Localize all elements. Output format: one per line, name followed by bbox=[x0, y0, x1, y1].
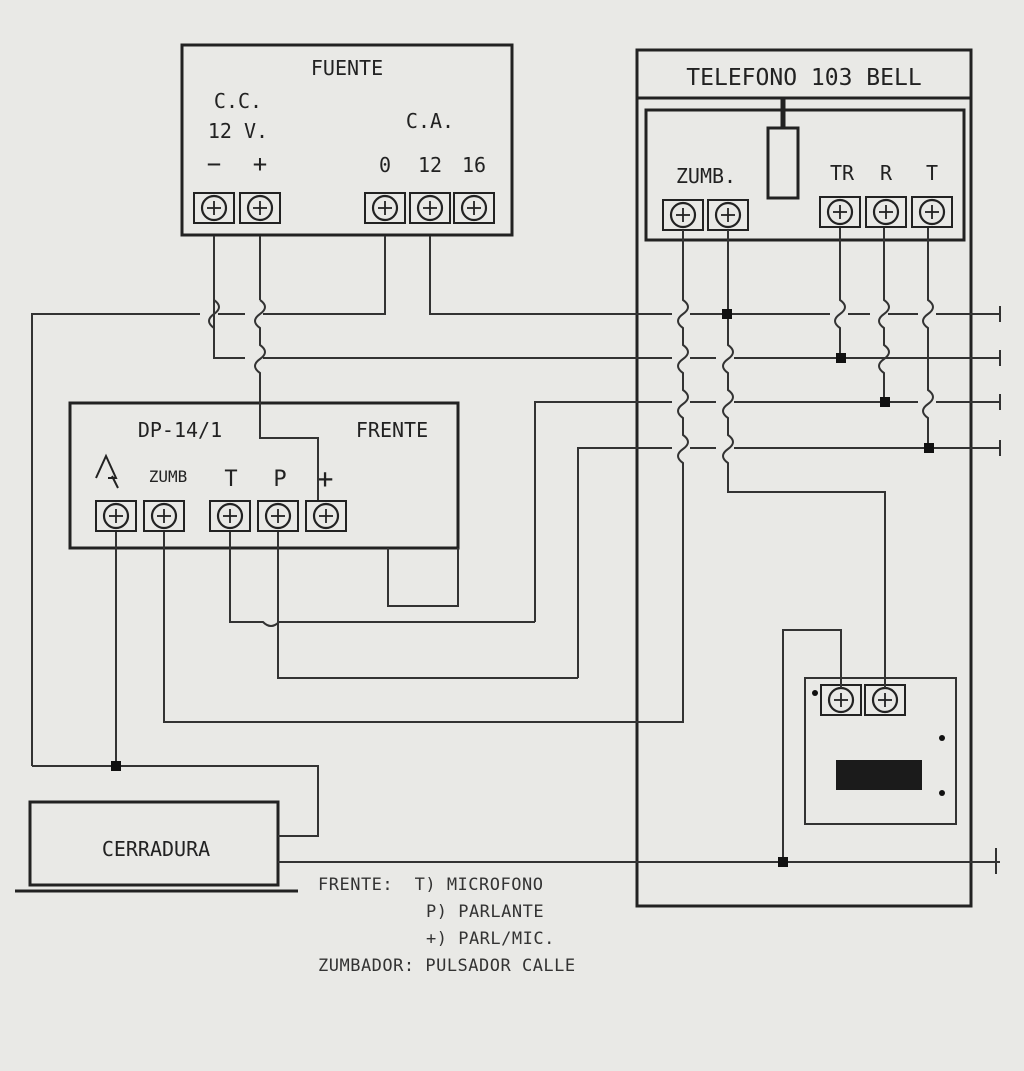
terminal-screw-icon bbox=[208, 499, 252, 533]
fuente-ca-terminal-0: 0 bbox=[379, 153, 391, 177]
frente-plus-label: + bbox=[317, 462, 334, 495]
fuente-title: FUENTE bbox=[311, 56, 383, 80]
handset-hook-icon bbox=[766, 126, 800, 200]
terminal-screw-icon bbox=[256, 499, 300, 533]
terminal-screw-icon bbox=[238, 191, 282, 225]
terminal-screw-icon bbox=[408, 191, 452, 225]
frente-zumb-label: ZUMB bbox=[149, 467, 188, 486]
legend-line-parlante: P) PARLANTE bbox=[426, 902, 545, 922]
telefono-title: TELEFONO 103 BELL bbox=[686, 65, 921, 91]
legend-line-parl-mic: +) PARL/MIC. bbox=[426, 929, 555, 949]
frente-p-label: P bbox=[273, 467, 286, 492]
fuente-cc-minus: − bbox=[207, 150, 221, 178]
fuente-cc-label: C.C. bbox=[214, 89, 262, 113]
terminal-screw-icon bbox=[304, 499, 348, 533]
telefono-terminal-r: R bbox=[880, 161, 893, 185]
cerradura-lock: CERRADURA bbox=[15, 800, 298, 893]
buzzer-coil-icon bbox=[836, 760, 922, 790]
legend-line-zumbador: ZUMBADOR: PULSADOR CALLE bbox=[318, 956, 576, 976]
fuente-power-supply: FUENTE C.C. 12 V. − + C.A. 0 12 16 bbox=[180, 43, 514, 237]
terminal-screw-icon bbox=[192, 191, 236, 225]
wiring bbox=[31, 228, 1001, 874]
fuente-ca-terminal-12: 12 bbox=[418, 153, 442, 177]
terminal-screw-icon bbox=[819, 683, 863, 717]
frente-door-panel: DP-14/1 FRENTE ZUMB T P + bbox=[68, 401, 460, 550]
terminal-screw-icon bbox=[142, 499, 186, 533]
telefono-terminal-t: T bbox=[926, 161, 938, 185]
frente-model: DP-14/1 bbox=[138, 418, 222, 442]
telefono-zumb-label: ZUMB. bbox=[676, 164, 736, 188]
terminal-screw-icon bbox=[706, 198, 750, 232]
cerradura-label: CERRADURA bbox=[102, 837, 210, 861]
fuente-cc-plus: + bbox=[253, 150, 267, 178]
terminal-screw-icon bbox=[818, 195, 862, 229]
legend-line-frente: FRENTE: T) MICROFONO bbox=[318, 875, 544, 895]
fuente-cc-voltage: 12 V. bbox=[208, 119, 268, 143]
frente-title: FRENTE bbox=[356, 418, 428, 442]
telefono-terminal-tr: TR bbox=[830, 161, 855, 185]
terminal-screw-icon bbox=[363, 191, 407, 225]
terminal-screw-icon bbox=[863, 683, 907, 717]
buzzer-icon bbox=[95, 453, 119, 489]
fuente-ca-label: C.A. bbox=[406, 109, 454, 133]
buzzer-module bbox=[804, 677, 957, 825]
fuente-ca-terminal-16: 16 bbox=[462, 153, 486, 177]
frente-t-label: T bbox=[224, 467, 237, 492]
terminal-screw-icon bbox=[910, 195, 954, 229]
telefono-103-bell: TELEFONO 103 BELL ZUMB. TR R T bbox=[635, 48, 973, 908]
terminal-screw-icon bbox=[661, 198, 705, 232]
terminal-screw-icon bbox=[94, 499, 138, 533]
terminal-screw-icon bbox=[452, 191, 496, 225]
legend: FRENTE: T) MICROFONO P) PARLANTE +) PARL… bbox=[318, 872, 738, 980]
terminal-screw-icon bbox=[864, 195, 908, 229]
